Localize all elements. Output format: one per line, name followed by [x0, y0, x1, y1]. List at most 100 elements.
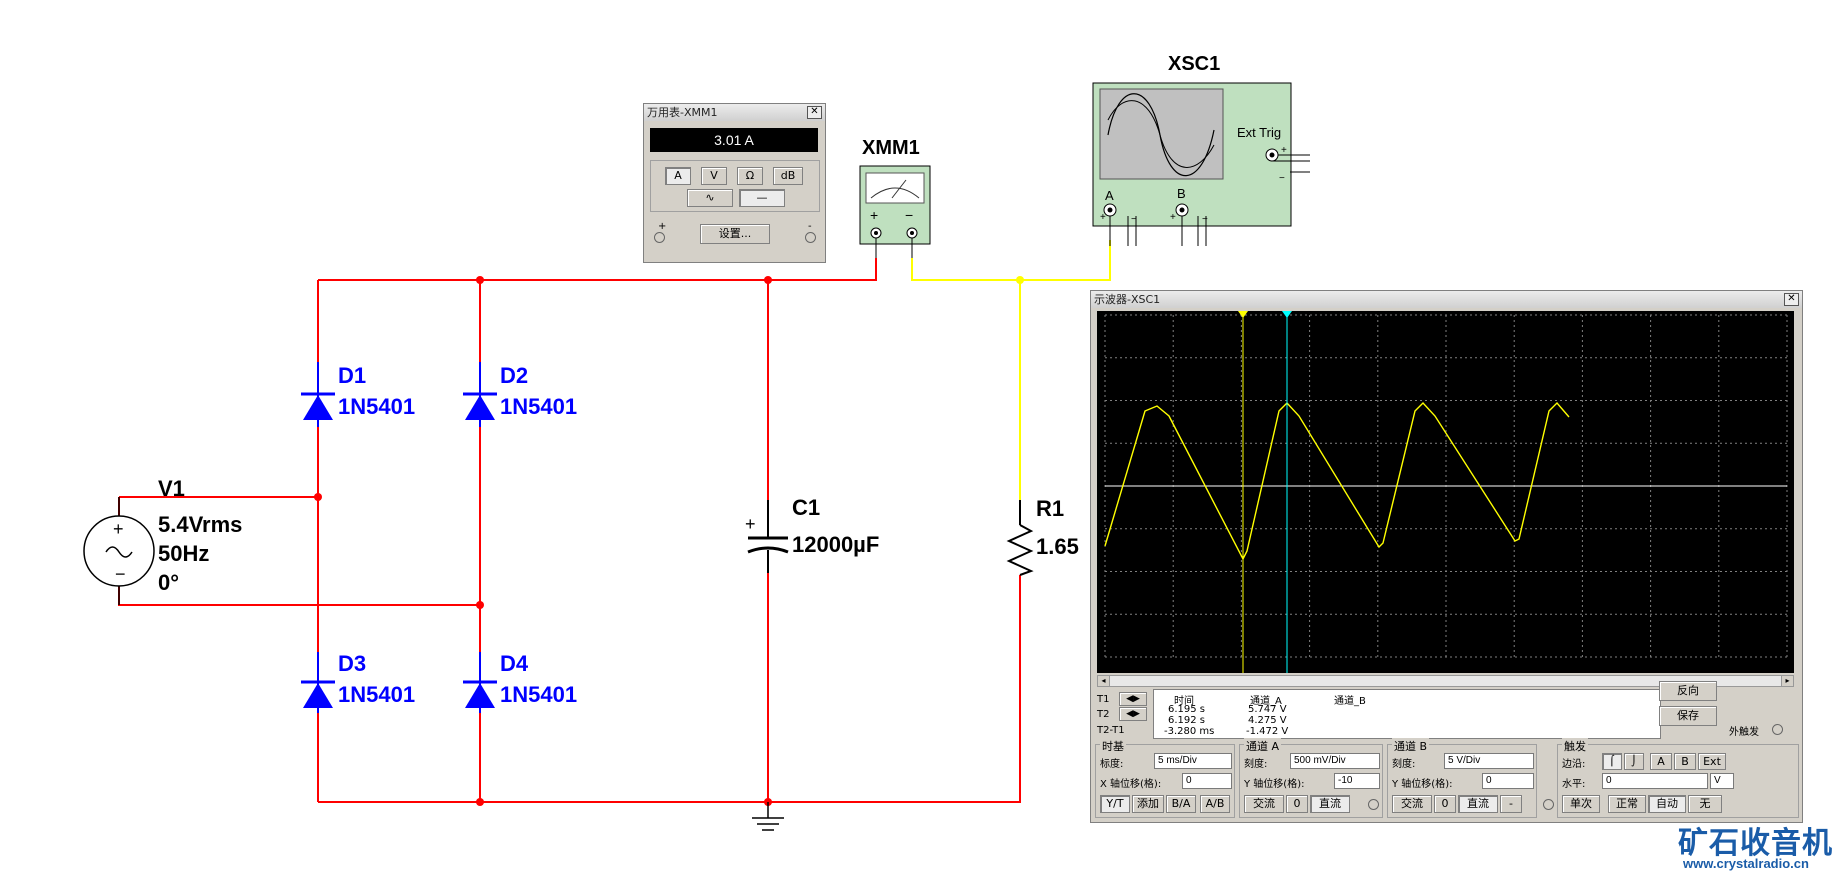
dc-line-icon: —	[756, 191, 768, 204]
svg-text:+: +	[870, 207, 878, 223]
yt-mode-button[interactable]: Y/T	[1100, 795, 1130, 813]
trigger-normal-button[interactable]: 正常	[1608, 795, 1646, 813]
mode-db-button[interactable]: dB	[773, 167, 803, 185]
scope-scrollbar[interactable]: ◂ ▸	[1097, 675, 1794, 687]
ac-source-v1[interactable]: + −	[83, 497, 155, 605]
v1-frequency: 50Hz	[158, 541, 209, 566]
channel-b-scale-field[interactable]: 5 V/Div	[1444, 753, 1534, 769]
mode-amp-button[interactable]: A	[665, 167, 691, 185]
oscilloscope-xsc1[interactable]: + − + − + −	[1092, 82, 1310, 246]
ac-button[interactable]: ∿	[687, 189, 733, 207]
capacitor-c1[interactable]: +	[745, 500, 789, 573]
scroll-left-icon[interactable]: ◂	[1098, 676, 1110, 686]
trigger-source-a-button[interactable]: A	[1650, 753, 1672, 770]
ext-trigger-terminal-icon	[1772, 724, 1783, 735]
trigger-single-button[interactable]: 单次	[1562, 795, 1600, 813]
channel-b-dc-button[interactable]: 直流	[1458, 795, 1498, 813]
scope-screen[interactable]	[1097, 311, 1794, 673]
add-mode-button[interactable]: 添加	[1132, 795, 1164, 813]
multimeter-plus-label: +	[658, 221, 667, 232]
multimeter-titlebar[interactable]: 万用表-XMM1 ✕	[644, 104, 825, 121]
channel-b-zero-button[interactable]: 0	[1434, 795, 1456, 813]
channel-b-minus-button[interactable]: -	[1500, 795, 1522, 813]
svg-text:−: −	[1202, 214, 1208, 225]
red-wires	[118, 258, 1021, 803]
rising-edge-icon[interactable]: ⌠	[1602, 753, 1622, 770]
t1-move-arrows-icon[interactable]: ◀▶	[1119, 692, 1147, 706]
oscilloscope-window[interactable]: 示波器-XSC1 ✕ ◂ ▸ T1 T2 T2-T1 ◀▶ ◀▶ 时间 通道_A…	[1090, 290, 1803, 823]
cursor-readout-table: 时间 通道_A 通道_B 6.195 s 5.747 V 6.192 s 4.2…	[1153, 689, 1661, 739]
save-button[interactable]: 保存	[1659, 706, 1717, 726]
multimeter-window[interactable]: 万用表-XMM1 ✕ 3.01 A A V Ω dB ∿ — + 设置... -	[643, 103, 826, 263]
mode-ohm-button[interactable]: Ω	[737, 167, 763, 185]
resistor-r1[interactable]	[1006, 500, 1034, 576]
r1-value: 1.65	[1036, 534, 1079, 559]
trigger-level-field[interactable]: 0	[1602, 773, 1708, 789]
timebase-xpos-field[interactable]: 0	[1182, 773, 1232, 789]
d2-model: 1N5401	[500, 394, 577, 419]
scope-ch-b-label: B	[1177, 186, 1186, 201]
diff-channel-a: -1.472 V	[1246, 726, 1289, 737]
c1-value: 12000µF	[792, 532, 879, 557]
t2-move-arrows-icon[interactable]: ◀▶	[1119, 707, 1147, 721]
d2-ref: D2	[500, 363, 528, 388]
channel-a-zero-button[interactable]: 0	[1286, 795, 1308, 813]
svg-text:+: +	[745, 514, 756, 534]
reverse-button[interactable]: 反向	[1659, 681, 1717, 701]
settings-button[interactable]: 设置...	[700, 224, 770, 244]
svg-text:+: +	[1170, 212, 1176, 223]
trigger-source-ext-button[interactable]: Ext	[1698, 753, 1726, 770]
multimeter-mode-panel: A V Ω dB ∿ —	[650, 160, 820, 212]
channel-a-ypos-field[interactable]: -10	[1334, 773, 1380, 789]
timebase-scale-label: 标度:	[1100, 759, 1124, 770]
trigger-level-unit[interactable]: V	[1710, 773, 1734, 789]
channel-a-terminal-icon	[1368, 799, 1379, 810]
channel-a-scale-field[interactable]: 500 mV/Div	[1290, 753, 1380, 769]
mode-volt-button[interactable]: V	[701, 167, 727, 185]
trigger-auto-button[interactable]: 自动	[1648, 795, 1686, 813]
ext-trig-label: Ext Trig	[1237, 125, 1281, 140]
xsc1-ref: XSC1	[1168, 53, 1220, 75]
ab-mode-button[interactable]: A/B	[1200, 795, 1230, 813]
diode-d4[interactable]	[463, 652, 497, 713]
multimeter-close-button[interactable]: ✕	[807, 106, 822, 119]
yellow-wires	[911, 240, 1111, 500]
channel-a-scale-label: 刻度:	[1244, 759, 1268, 770]
trigger-none-button[interactable]: 无	[1688, 795, 1722, 813]
scope-close-button[interactable]: ✕	[1784, 293, 1799, 306]
scroll-right-icon[interactable]: ▸	[1781, 676, 1793, 686]
channel-b-ypos-label: Y 轴位移(格):	[1392, 779, 1453, 790]
diode-d3[interactable]	[301, 652, 335, 713]
scope-titlebar[interactable]: 示波器-XSC1 ✕	[1091, 291, 1802, 308]
channel-b-terminal-icon	[1543, 799, 1554, 810]
falling-edge-icon[interactable]: ⌡	[1624, 753, 1644, 770]
trigger-edge-label: 边沿:	[1562, 759, 1586, 770]
channel-b-ypos-field[interactable]: 0	[1482, 773, 1534, 789]
timebase-group-title: 时基	[1100, 738, 1126, 754]
d1-model: 1N5401	[338, 394, 415, 419]
timebase-scale-field[interactable]: 5 ms/Div	[1154, 753, 1232, 769]
t1-time: 6.195 s	[1168, 704, 1206, 715]
t1-label: T1	[1097, 694, 1110, 705]
timebase-xpos-label: X 轴位移(格):	[1100, 779, 1162, 790]
multimeter-xmm1[interactable]: + −	[859, 165, 931, 258]
diode-d1[interactable]	[301, 362, 335, 427]
trigger-source-b-button[interactable]: B	[1674, 753, 1696, 770]
junction-dots	[314, 276, 772, 806]
channel-a-dc-button[interactable]: 直流	[1310, 795, 1350, 813]
multimeter-reading: 3.01 A	[650, 128, 818, 152]
svg-text:+: +	[113, 519, 124, 539]
ba-mode-button[interactable]: B/A	[1166, 795, 1196, 813]
diode-d2[interactable]	[463, 362, 497, 427]
t2-t1-label: T2-T1	[1097, 725, 1125, 736]
col-time-header: 时间	[1174, 696, 1194, 707]
channel-b-group: 通道 B 刻度: 5 V/Div Y 轴位移(格): 0 交流 0 直流 -	[1387, 738, 1537, 818]
channel-a-ac-button[interactable]: 交流	[1244, 795, 1284, 813]
junction-dot-yellow	[1016, 276, 1024, 284]
dc-button[interactable]: —	[739, 189, 785, 207]
cursor-t2-handle[interactable]	[1282, 311, 1292, 318]
channel-b-ac-button[interactable]: 交流	[1392, 795, 1432, 813]
cursor-t1-handle[interactable]	[1238, 311, 1248, 318]
channel-a-group-title: 通道 A	[1244, 738, 1282, 754]
